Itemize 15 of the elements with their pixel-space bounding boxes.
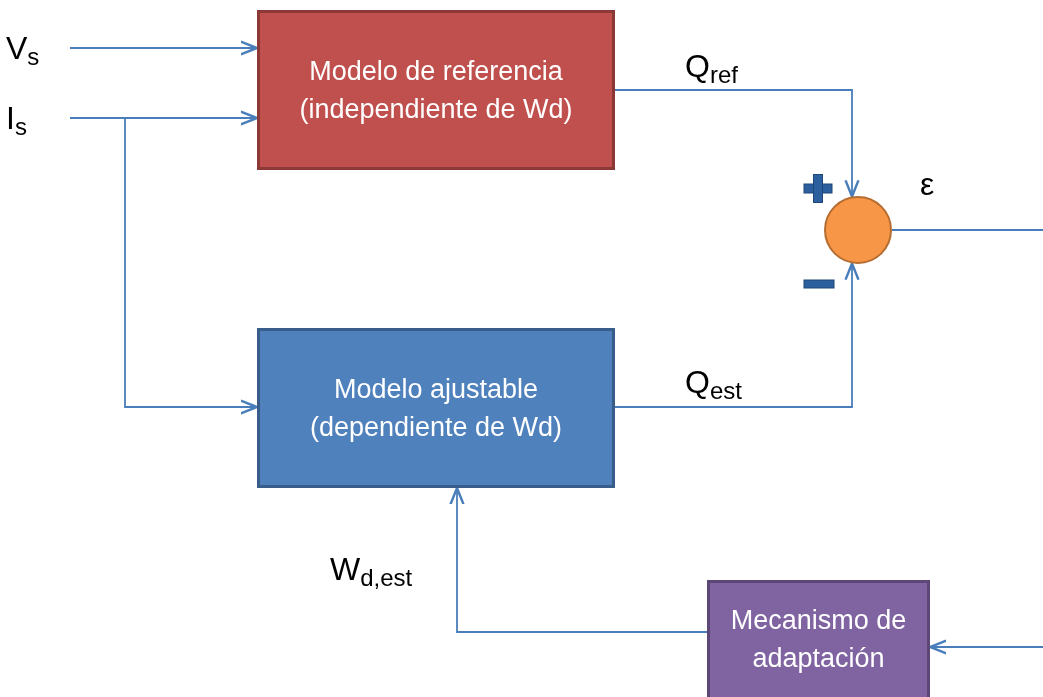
edge-label: Q$_{ref}$ [685,47,738,90]
process-box: Modelo de referencia (independiente de Wd) [257,10,615,170]
arrow [614,262,860,408]
edge-label: ε [920,165,935,204]
arrow [614,89,860,198]
arrow [69,40,259,56]
arrow [449,486,708,633]
process-box: Modelo ajustable (dependiente de Wd) [257,328,615,488]
signal-label: I$_{s}$ [6,96,70,140]
edge-label: Q$_{est}$ [685,363,742,406]
edge-label: W$_{d,est}$ [330,550,413,593]
arrow [69,117,259,415]
process-box: Mecanismo de adaptación [707,580,930,697]
signal-label: V$_{s}$ [6,26,70,70]
arrow [928,639,1043,655]
